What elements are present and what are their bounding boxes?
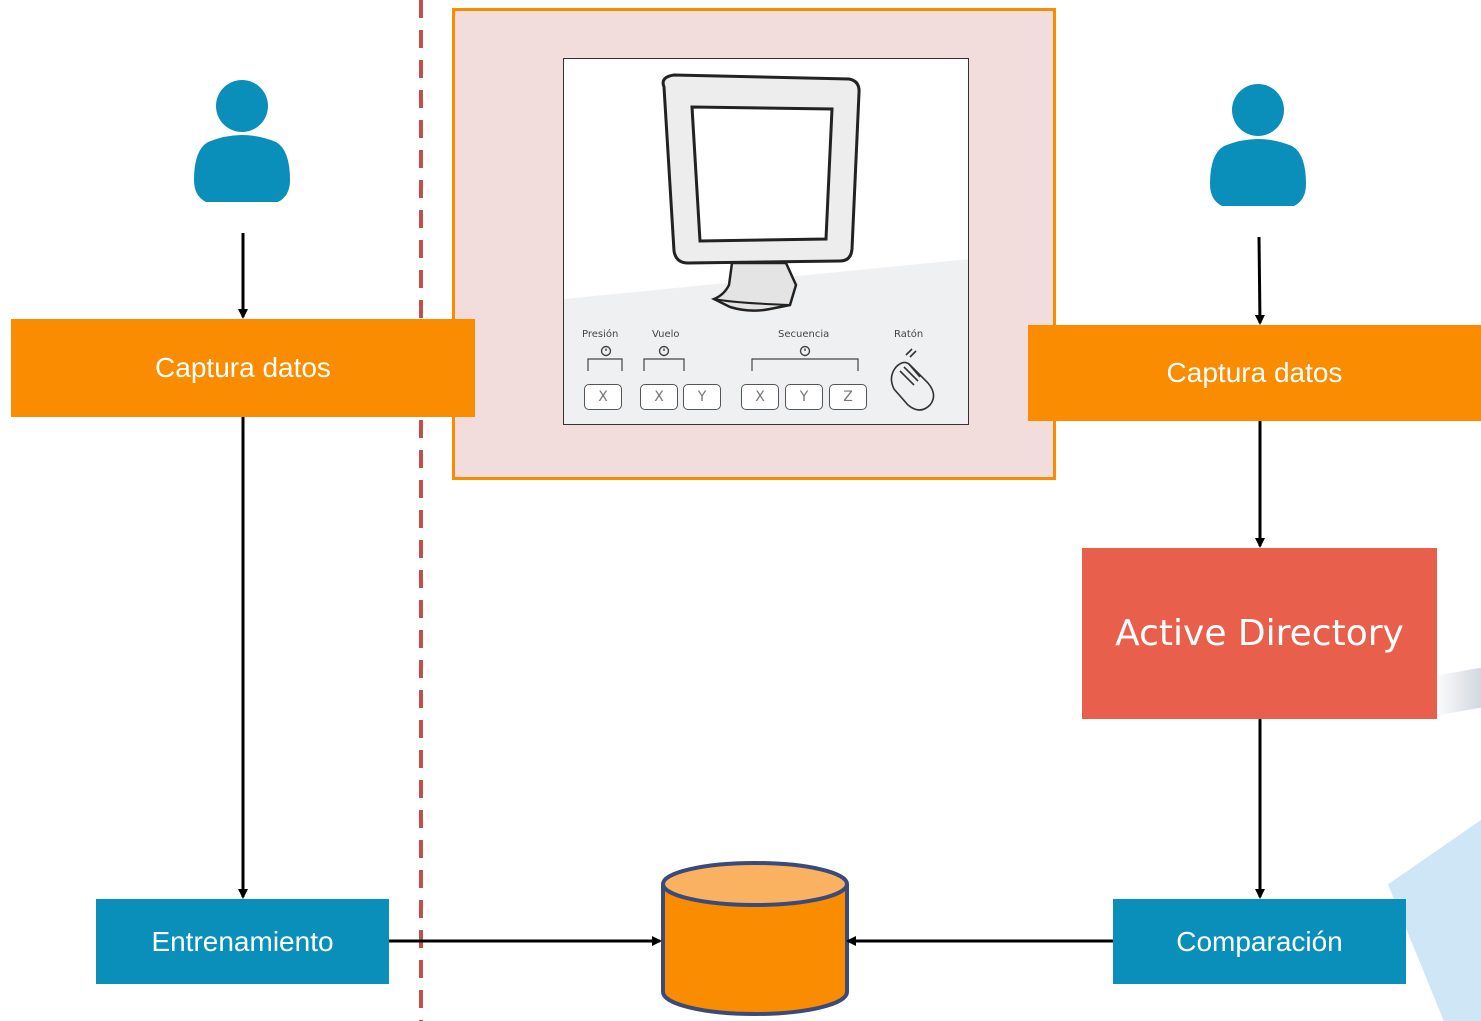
sequence-label: Secuencia [778, 329, 830, 340]
user-icon [194, 80, 290, 202]
training-box: Entrenamiento [96, 899, 389, 984]
mouse-label: Ratón [894, 329, 924, 340]
left-capture-box: Captura datos [11, 319, 475, 417]
right-capture-label: Captura datos [1166, 357, 1343, 388]
key-x-press: X [584, 384, 622, 410]
key-y-sequence: Y [785, 384, 823, 410]
active-directory-box: Active Directory [1082, 548, 1437, 719]
monitor-icon [661, 73, 861, 312]
key-x-flight: X [640, 384, 678, 410]
flight-label: Vuelo [652, 329, 680, 340]
arrow-user-to-right-capture [1254, 236, 1265, 325]
right-capture-box: Captura datos [1028, 325, 1481, 421]
user-icon [1210, 84, 1306, 206]
key-y-flight: Y [683, 384, 721, 410]
press-label: Presión [582, 329, 619, 340]
active-directory-label: Active Directory [1115, 613, 1404, 654]
keystroke-illustration: Presión Vuelo Secuencia Ratón [563, 58, 969, 425]
left-capture-label: Captura datos [155, 352, 331, 383]
comparison-label: Comparación [1176, 925, 1343, 957]
hand-mouse-icon [890, 348, 935, 411]
key-x-sequence: X [741, 384, 779, 410]
database-icon [661, 861, 849, 1016]
training-label: Entrenamiento [151, 925, 334, 957]
stopwatch-icon [600, 345, 811, 357]
key-z-sequence: Z [829, 384, 867, 410]
comparison-box: Comparación [1113, 899, 1406, 984]
